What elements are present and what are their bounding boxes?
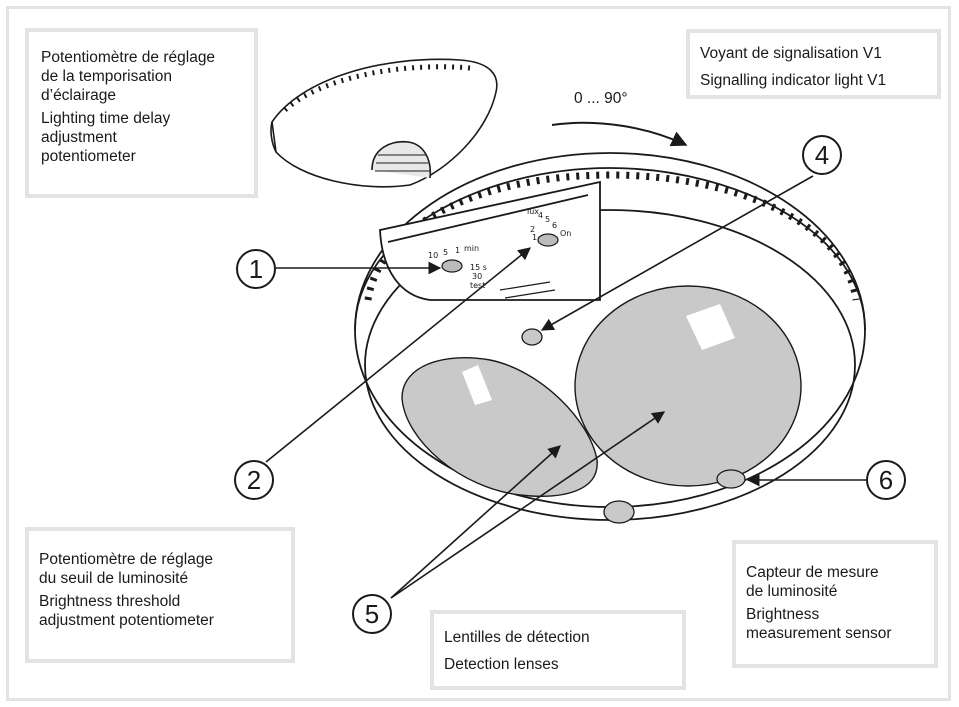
removed-cover: [270, 58, 498, 188]
rotation-arrow-icon: [551, 121, 688, 147]
dial-lux-6: 6: [552, 221, 557, 230]
brightness-sensor: [716, 469, 746, 489]
detection-lens-left: [401, 357, 598, 497]
dial-lux: [537, 233, 559, 247]
dial-lux-2: 2: [530, 225, 535, 234]
dial-time-30: 30: [472, 272, 482, 281]
rotation-label: 0 ... 90°: [574, 90, 628, 107]
dial-time-test: test: [470, 281, 485, 290]
leader-lines: [265, 175, 868, 599]
label-sensor-fr: Capteur de mesure de luminosité: [746, 564, 879, 600]
diagram-frame: [6, 6, 951, 701]
label-detection-lenses: Lentilles de détection Detection lenses: [430, 610, 686, 690]
dial-lux-on: On: [560, 229, 571, 238]
detection-lens-right: [574, 285, 802, 487]
callout-4: 4: [802, 135, 842, 175]
dial-lux-5: 5: [545, 215, 550, 224]
callout-1: 1: [236, 249, 276, 289]
label-lenses-en: Detection lenses: [444, 656, 559, 673]
label-brightness-sensor: Capteur de mesure de luminosité Brightne…: [732, 540, 938, 668]
dial-time-15s: 15 s: [470, 263, 487, 272]
bottom-element: [603, 500, 635, 524]
callout-6: 6: [866, 460, 906, 500]
indicator-led: [521, 328, 543, 346]
label-brightness-en: Brightness threshold adjustment potentio…: [39, 593, 214, 629]
label-lenses-fr: Lentilles de détection: [444, 629, 590, 646]
dial-time-5: 5: [443, 248, 448, 257]
dial-time: [441, 259, 463, 273]
dial-time-1: 1: [455, 246, 460, 255]
dial-time-min: min: [464, 244, 479, 253]
label-time-delay-en: Lighting time delay adjustment potentiom…: [41, 110, 171, 165]
dial-lux-label: lux: [527, 207, 539, 216]
label-indicator-fr: Voyant de signalisation V1: [700, 45, 882, 62]
label-indicator-en: Signalling indicator light V1: [700, 72, 887, 89]
label-brightness-threshold: Potentiomètre de réglage du seuil de lum…: [25, 527, 295, 663]
dial-lux-4: 4: [538, 211, 543, 220]
label-brightness-fr: Potentiomètre de réglage du seuil de lum…: [39, 551, 214, 587]
label-sensor-en: Brightness measurement sensor: [746, 606, 892, 642]
dial-lux-1: 1: [532, 233, 537, 242]
callout-5: 5: [352, 594, 392, 634]
label-time-delay: Potentiomètre de réglage de la temporisa…: [25, 28, 258, 198]
label-indicator-light: Voyant de signalisation V1 Signalling in…: [686, 29, 941, 99]
dial-time-10: 10: [428, 251, 438, 260]
callout-2: 2: [234, 460, 274, 500]
label-time-delay-fr: Potentiomètre de réglage de la temporisa…: [41, 49, 216, 104]
